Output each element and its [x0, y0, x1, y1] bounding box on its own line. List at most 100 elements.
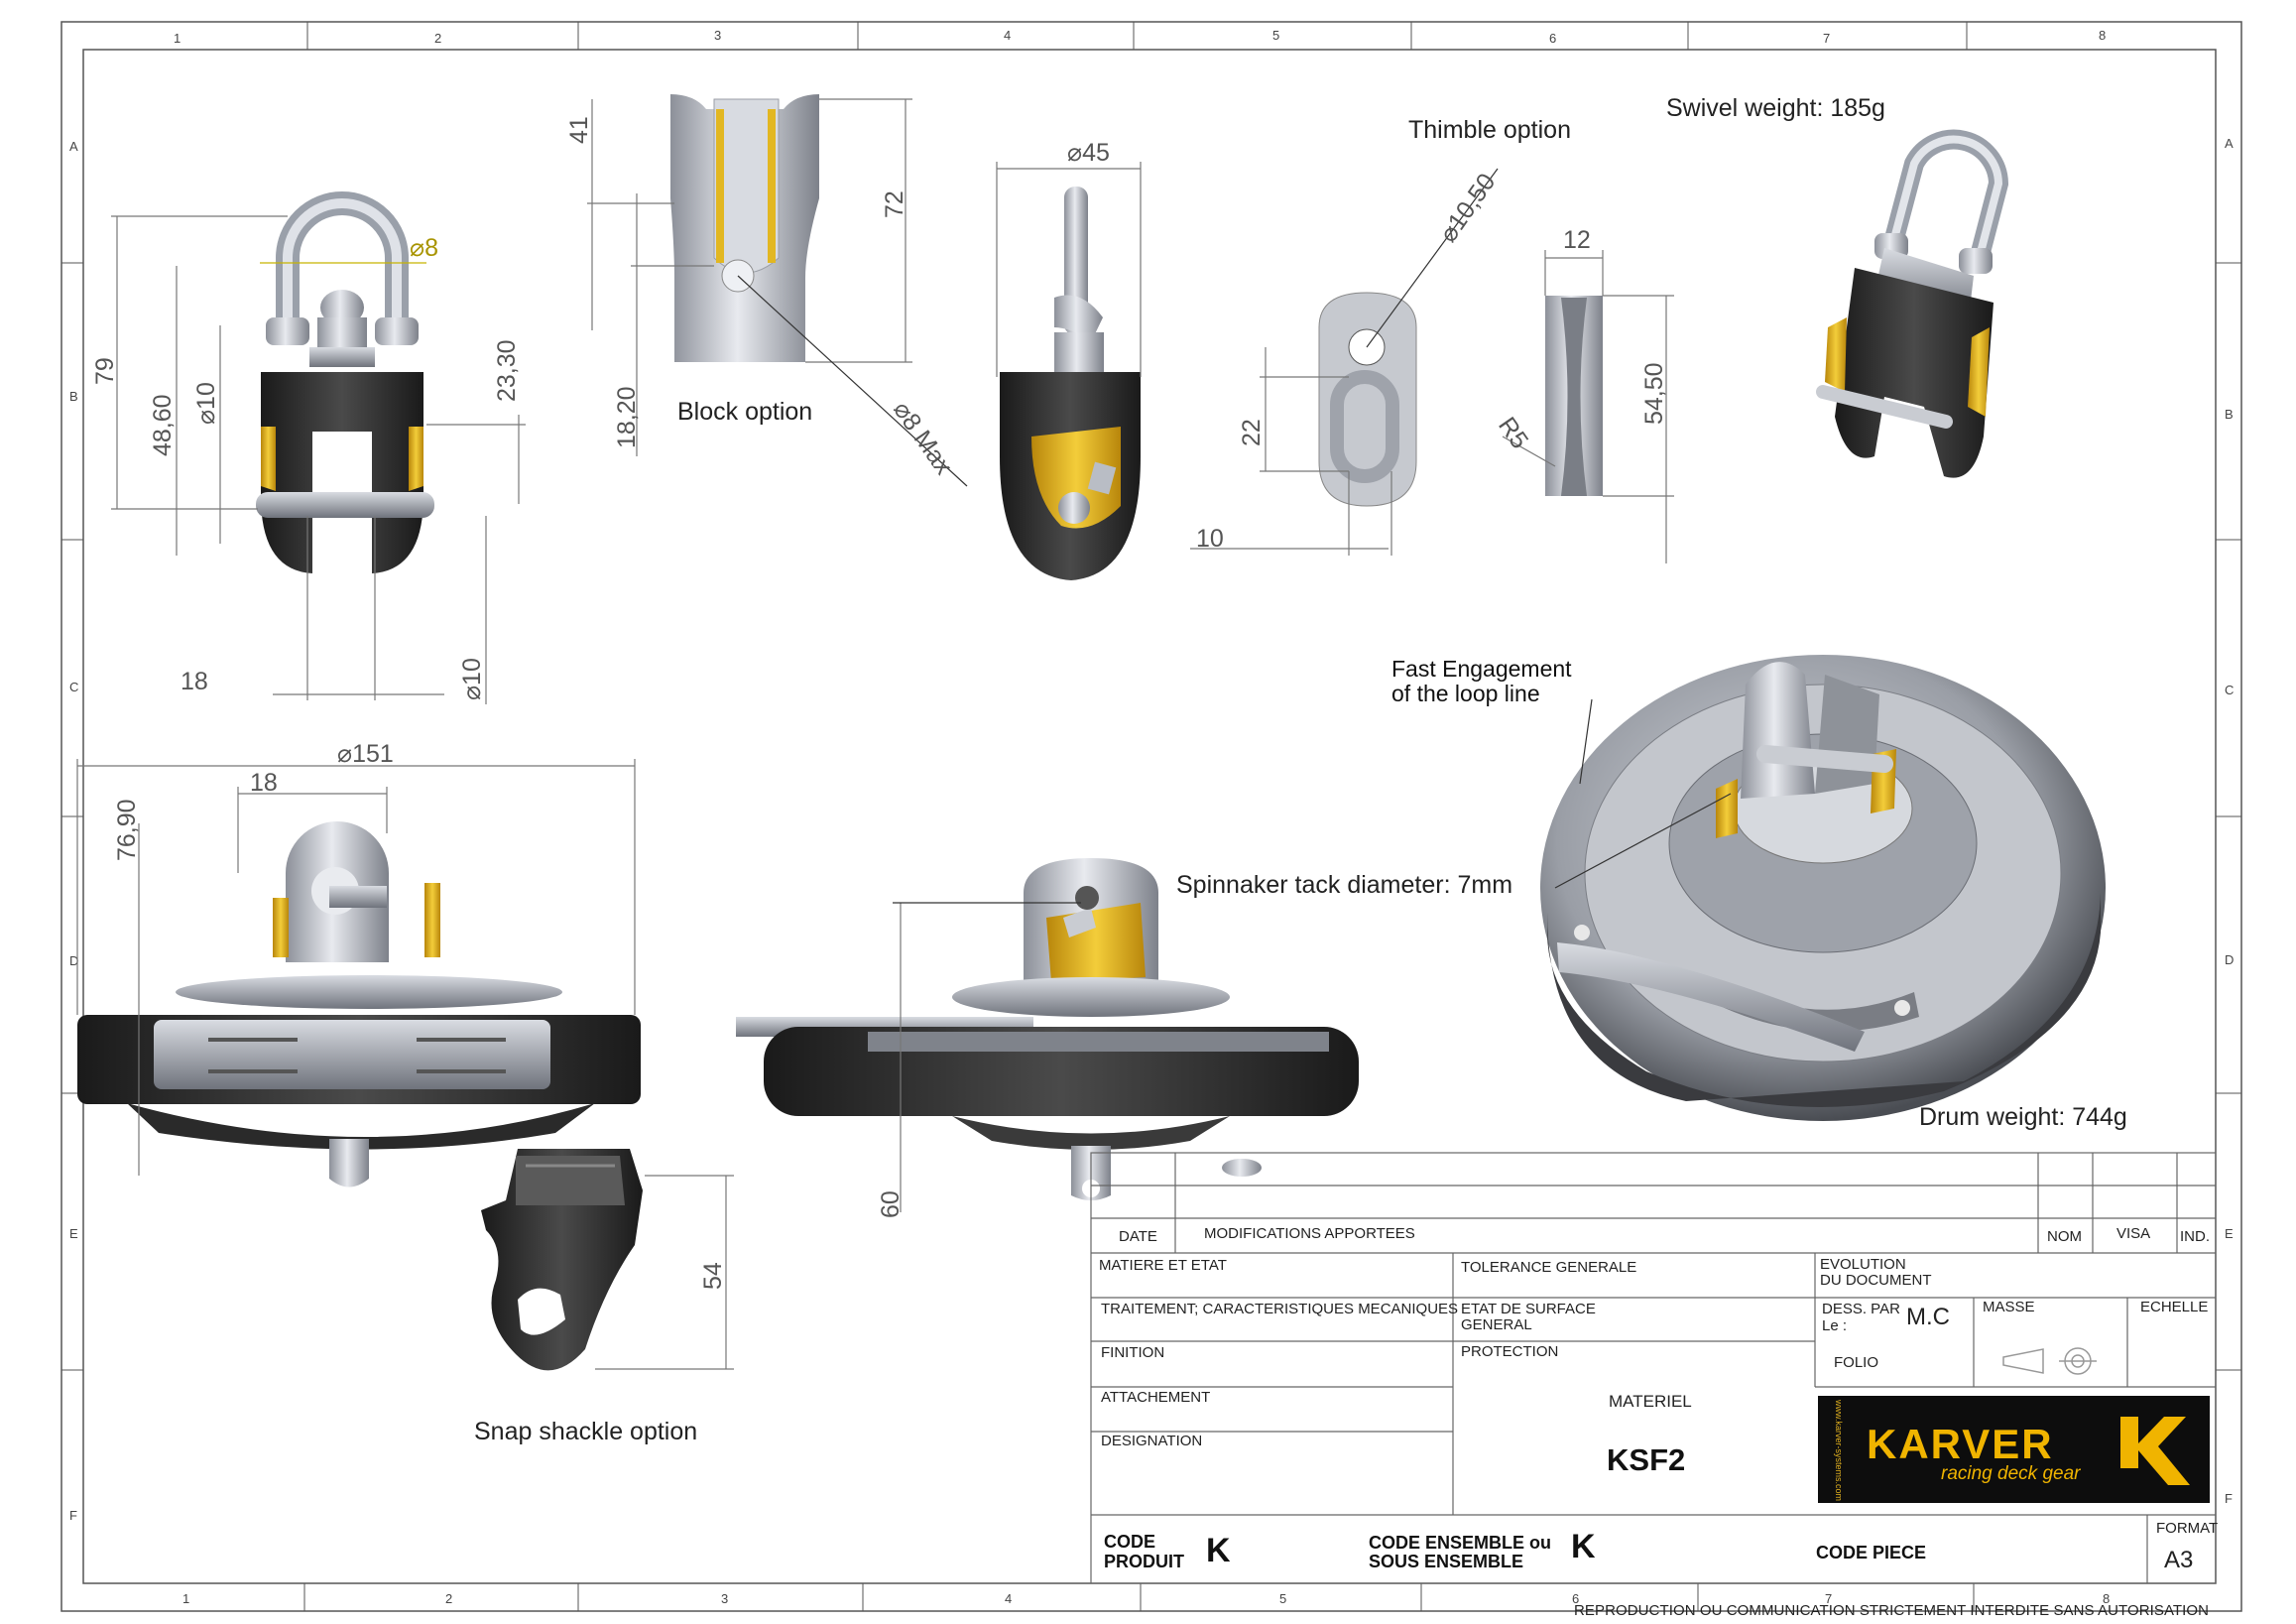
label-nom: NOM	[2047, 1228, 2082, 1245]
label-designation: DESIGNATION	[1101, 1433, 1202, 1449]
dim-18-20: 18,20	[613, 386, 641, 448]
row-label: D	[69, 953, 78, 968]
dim-54: 54	[699, 1262, 727, 1290]
row-label: C	[69, 680, 78, 694]
label-code-ensemble-2: SOUS ENSEMBLE	[1369, 1552, 1523, 1571]
snap-shackle-dims	[595, 1175, 734, 1370]
caption-fast-engagement-2: of the loop line	[1391, 681, 1540, 706]
label-etat-surface-2: GENERAL	[1461, 1316, 1532, 1333]
snap-shackle-view	[481, 1149, 643, 1371]
label-materiel: MATERIEL	[1609, 1392, 1692, 1411]
logo-brand: KARVER	[1867, 1421, 2054, 1467]
col-label: 8	[2099, 28, 2106, 43]
diameter-icon: ⌀	[1067, 139, 1082, 167]
drum-front-dim-labels: ⌀151 18 76,90	[113, 740, 394, 861]
block-option-dims	[587, 98, 968, 487]
col-label: 2	[445, 1591, 452, 1606]
label-date: DATE	[1119, 1228, 1157, 1245]
block-option-view	[670, 94, 819, 362]
swivel-side-view	[1000, 187, 1141, 580]
drum-iso-view	[1540, 655, 2106, 1121]
label-format: FORMAT	[2156, 1520, 2218, 1537]
label-code-ensemble: CODE ENSEMBLE ou	[1369, 1533, 1551, 1553]
swivel-iso-view	[1816, 129, 2009, 478]
diameter-icon: ⌀	[458, 686, 486, 700]
dim-60: 60	[877, 1190, 905, 1218]
swivel-front-dims	[111, 215, 526, 704]
col-label: 6	[1549, 31, 1556, 46]
dim-79: 79	[91, 357, 119, 385]
dim-d151: ⌀151	[337, 740, 394, 768]
dim-54-50: 54,50	[1640, 362, 1668, 425]
label-evolution-2: DU DOCUMENT	[1820, 1272, 1932, 1289]
row-label: C	[2225, 683, 2234, 697]
row-label: D	[2225, 952, 2234, 967]
diameter-icon: ⌀	[337, 740, 352, 768]
dim-r5: R5	[1493, 412, 1533, 453]
row-label: B	[2225, 407, 2234, 422]
drum-front-view	[77, 821, 641, 1187]
label-evolution: EVOLUTION	[1820, 1256, 1906, 1273]
col-label: 5	[1272, 28, 1279, 43]
thimble-front-view	[1318, 292, 1417, 507]
dim-d8: ⌀8	[410, 234, 438, 262]
logo-url: www.karver-systems.com	[1834, 1399, 1844, 1501]
drum-side-dims	[893, 902, 1081, 1212]
col-label: 1	[174, 31, 181, 46]
product-name: KSF2	[1607, 1442, 1685, 1477]
col-label: 8	[2103, 1591, 2110, 1606]
title-block-grid	[1090, 1152, 2217, 1584]
row-label: F	[2225, 1491, 2233, 1506]
caption-drum-weight: Drum weight: 744g	[1919, 1103, 2127, 1131]
col-label: 7	[1823, 31, 1830, 46]
format-value: A3	[2164, 1547, 2193, 1573]
label-etat-surface: ETAT DE SURFACE	[1461, 1301, 1596, 1317]
label-code-produit: CODE	[1104, 1532, 1155, 1552]
swivel-front-dim-labels: ⌀8 79 48,60 ⌀10 23,30 18 ⌀10	[91, 234, 521, 700]
label-ind: IND.	[2180, 1228, 2210, 1245]
label-protection: PROTECTION	[1461, 1343, 1558, 1360]
dim-d10-bottom: ⌀10	[458, 658, 486, 700]
footer-notice: REPRODUCTION OU COMMUNICATION STRICTEMEN…	[1574, 1602, 2209, 1619]
label-echelle: ECHELLE	[2140, 1299, 2208, 1315]
label-modifications: MODIFICATIONS APPORTEES	[1204, 1225, 1415, 1242]
label-masse: MASSE	[1983, 1299, 2035, 1315]
title-block-codes: CODE PRODUIT K CODE ENSEMBLE ou SOUS ENS…	[1104, 1528, 1926, 1571]
dim-10: 10	[1196, 525, 1224, 553]
projection-symbol-icon	[2002, 1347, 2097, 1375]
diameter-icon: ⌀	[192, 410, 220, 425]
dim-23-30: 23,30	[493, 339, 521, 402]
label-dess-par: DESS. PAR	[1822, 1301, 1900, 1317]
drum-side-view	[736, 858, 1359, 1200]
label-attachement: ATTACHEMENT	[1101, 1389, 1210, 1406]
col-label: 4	[1004, 28, 1011, 43]
dim-d10-top: ⌀10	[192, 382, 220, 425]
logo-tagline: racing deck gear	[1941, 1463, 2081, 1484]
caption-spinnaker-tack: Spinnaker tack diameter: 7mm	[1176, 871, 1512, 899]
row-label: E	[2225, 1226, 2234, 1241]
grid-labels: 1 2 3 4 5 6 7 8 1 2 3 4 5 6 7 8 A B C D …	[69, 28, 2234, 1606]
dess-value: M.C	[1906, 1304, 1950, 1330]
dim-48-60: 48,60	[149, 394, 177, 456]
row-label: E	[69, 1226, 78, 1241]
drum-iso-leaders	[1554, 698, 1732, 889]
dim-18-drum: 18	[250, 769, 278, 797]
title-block-labels: DATE MODIFICATIONS APPORTEES NOM VISA IN…	[1099, 1225, 2218, 1573]
dim-41: 41	[565, 116, 593, 144]
dim-d45: ⌀45	[1067, 139, 1110, 167]
caption-swivel-weight: Swivel weight: 185g	[1666, 94, 1885, 122]
label-dess-le: Le :	[1822, 1317, 1847, 1334]
row-label: B	[69, 389, 78, 404]
row-label: F	[69, 1508, 77, 1523]
col-label: 3	[721, 1591, 728, 1606]
col-label: 1	[182, 1591, 189, 1606]
dim-76-90: 76,90	[113, 799, 141, 861]
label-finition: FINITION	[1101, 1344, 1164, 1361]
karver-k-icon	[2120, 1417, 2190, 1485]
row-label: A	[2225, 136, 2234, 151]
label-code-piece: CODE PIECE	[1816, 1543, 1926, 1562]
drum-iso-captions: Fast Engagement of the loop line	[1391, 656, 1572, 706]
caption-block-option: Block option	[677, 398, 812, 426]
caption-thimble-option: Thimble option	[1408, 116, 1571, 144]
